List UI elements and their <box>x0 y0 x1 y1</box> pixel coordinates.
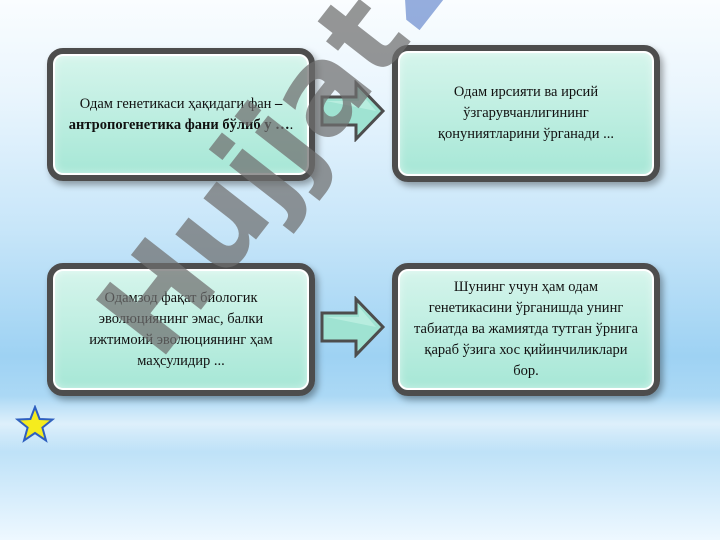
text-box-definition-text: Одам генетикаси ҳақидаги фан – антропоге… <box>68 95 294 133</box>
right-arrow-icon <box>320 80 386 142</box>
right-arrow-icon <box>320 296 386 358</box>
text-box-heredity-text: Одам ирсияти ва ирсий ўзгарувчанлигининг… <box>437 84 614 142</box>
background-highlight-band <box>0 396 720 452</box>
text-box-difficulties: Шунинг учун ҳам одам генетикасини ўргани… <box>392 263 660 396</box>
text-box-heredity: Одам ирсияти ва ирсий ўзгарувчанлигининг… <box>392 45 660 182</box>
text-box-evolution: Одамзод фақат биологик эволюциянинг эмас… <box>47 263 315 396</box>
text-box-definition: Одам генетикаси ҳақидаги фан – антропоге… <box>47 48 315 181</box>
text-box-difficulties-text: Шунинг учун ҳам одам генетикасини ўргани… <box>414 279 638 379</box>
star-icon <box>15 405 55 443</box>
text-box-evolution-text: Одамзод фақат биологик эволюциянинг эмас… <box>89 289 273 369</box>
